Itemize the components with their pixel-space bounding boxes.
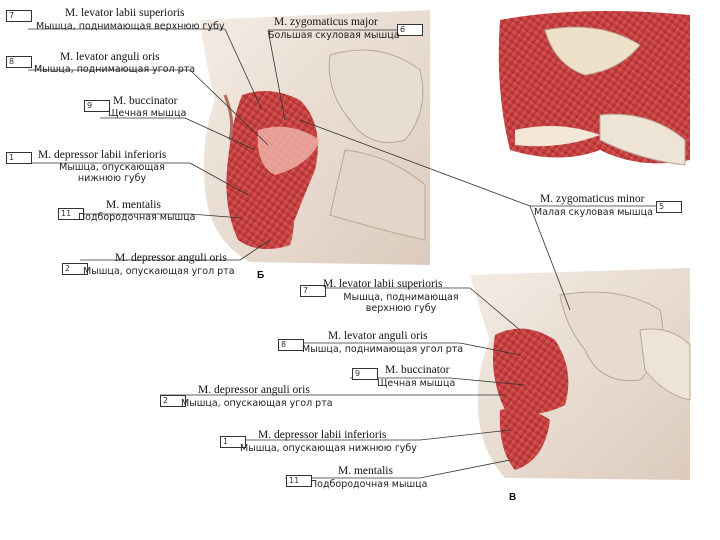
label-number: 2	[62, 263, 88, 275]
illustration-b	[200, 10, 430, 265]
label-number: 2	[160, 395, 186, 407]
label-russian: Мышца, опускающая нижнюю губу	[240, 443, 417, 454]
label-russian: Щечная мышца	[108, 108, 187, 119]
label-latin: M. depressor anguli oris	[198, 384, 310, 396]
label-latin: M. levator labii superioris	[65, 7, 185, 19]
label-number: 8	[278, 339, 304, 351]
label-number: 8	[6, 56, 32, 68]
label-number: 9	[84, 100, 110, 112]
label-latin: M. depressor labii inferioris	[258, 429, 387, 441]
label-russian: Подбородочная мышца	[310, 479, 428, 490]
label-number: 9	[352, 368, 378, 380]
label-russian: Мышца, опускающая угол рта	[181, 398, 333, 409]
label-latin: M. zygomaticus major	[274, 16, 378, 28]
label-number: 11	[58, 208, 84, 220]
illustration-top-right	[498, 11, 690, 166]
label-latin: M. mentalis	[106, 199, 161, 211]
label-russian: Подбородочная мышца	[78, 212, 196, 223]
label-russian: Малая скуловая мышца	[534, 207, 653, 218]
label-latin: M. buccinator	[113, 95, 178, 107]
label-latin: M. levator anguli oris	[60, 51, 160, 63]
label-number: 7	[300, 285, 326, 297]
label-number: 6	[397, 24, 423, 36]
label-latin: M. zygomaticus minor	[540, 193, 645, 205]
label-latin: M. levator anguli oris	[328, 330, 428, 342]
label-russian: Мышца, поднимающая угол рта	[34, 64, 196, 75]
label-russian: Щечная мышца	[377, 378, 456, 389]
panel-label-b: Б	[257, 270, 265, 281]
label-latin: M. buccinator	[385, 364, 450, 376]
label-number: 7	[6, 10, 32, 22]
label-latin: M. depressor anguli oris	[115, 252, 227, 264]
label-russian: Мышца, поднимающая верхнюю губу	[36, 21, 225, 32]
label-russian: Большая скуловая мышца	[268, 30, 400, 41]
label-number: 1	[220, 436, 246, 448]
label-russian: Мышца, поднимающая угол рта	[302, 344, 464, 355]
label-russian: Мышца, опускающая нижнюю губу	[59, 162, 165, 184]
label-number: 11	[286, 475, 312, 487]
panel-label-v: В	[509, 492, 517, 503]
label-russian: Мышца, поднимающая верхнюю губу	[343, 292, 459, 314]
label-latin: M. levator labii superioris	[323, 278, 443, 290]
label-russian: Мышца, опускающая угол рта	[83, 266, 235, 277]
label-latin: M. depressor labii inferioris	[38, 149, 167, 161]
label-number: 5	[656, 201, 682, 213]
label-latin: M. mentalis	[338, 465, 393, 477]
illustration-v	[470, 268, 691, 480]
label-number: 1	[6, 152, 32, 164]
